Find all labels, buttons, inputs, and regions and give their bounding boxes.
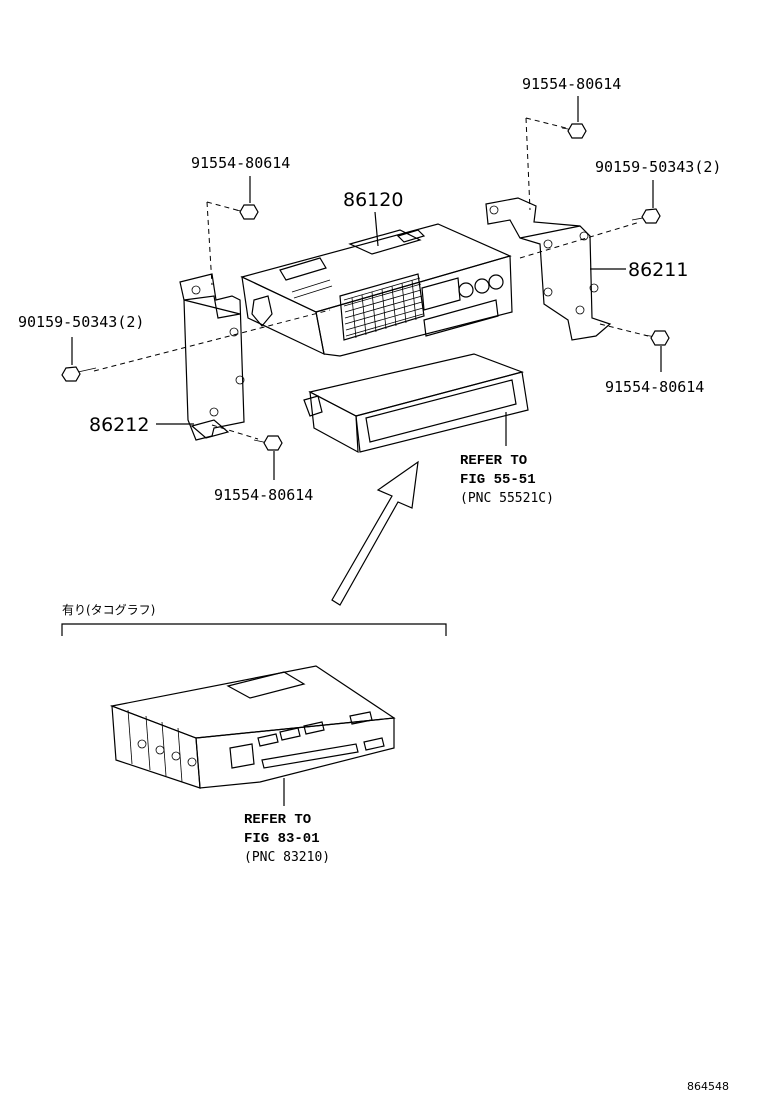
bolt-right-lower — [643, 330, 670, 372]
bolt-top-left — [206, 176, 259, 286]
screw-left — [61, 309, 331, 382]
option-bracket — [61, 623, 447, 636]
label-bolt-left-lower: 91554-80614 — [214, 486, 313, 504]
bolt-left-lower — [253, 435, 283, 480]
ref-tacho-line1: REFER TO — [244, 812, 311, 828]
bracket-left — [179, 273, 259, 441]
ref-tacho-line2: FIG 83-01 — [244, 831, 320, 847]
label-bolt-top-right: 91554-80614 — [522, 75, 621, 93]
label-radio: 86120 — [343, 189, 403, 211]
ref-box-line3: (PNC 55521C) — [460, 491, 554, 506]
bolt-top-right — [525, 96, 587, 211]
ref-box-line1: REFER TO — [460, 453, 527, 469]
label-screw-right: 90159-50343(2) — [595, 158, 721, 176]
label-bracket-left: 86212 — [89, 414, 149, 436]
arrow-up-icon — [331, 460, 419, 606]
figure-id: 864548 — [687, 1080, 729, 1093]
storage-box — [303, 353, 529, 454]
ref-box-line2: FIG 55-51 — [460, 472, 536, 488]
label-bolt-right-lower: 91554-80614 — [605, 378, 704, 396]
tachograph-unit — [109, 665, 396, 806]
label-screw-left: 90159-50343(2) — [18, 313, 144, 331]
label-bracket-right: 86211 — [628, 259, 688, 281]
speaker-grille — [343, 277, 424, 339]
ref-tacho-line3: (PNC 83210) — [244, 850, 330, 865]
bracket-right — [485, 197, 649, 341]
label-bolt-top-left: 91554-80614 — [191, 154, 290, 172]
radio-unit — [240, 211, 513, 357]
option-note: 有り(タコグラフ) — [62, 603, 155, 617]
